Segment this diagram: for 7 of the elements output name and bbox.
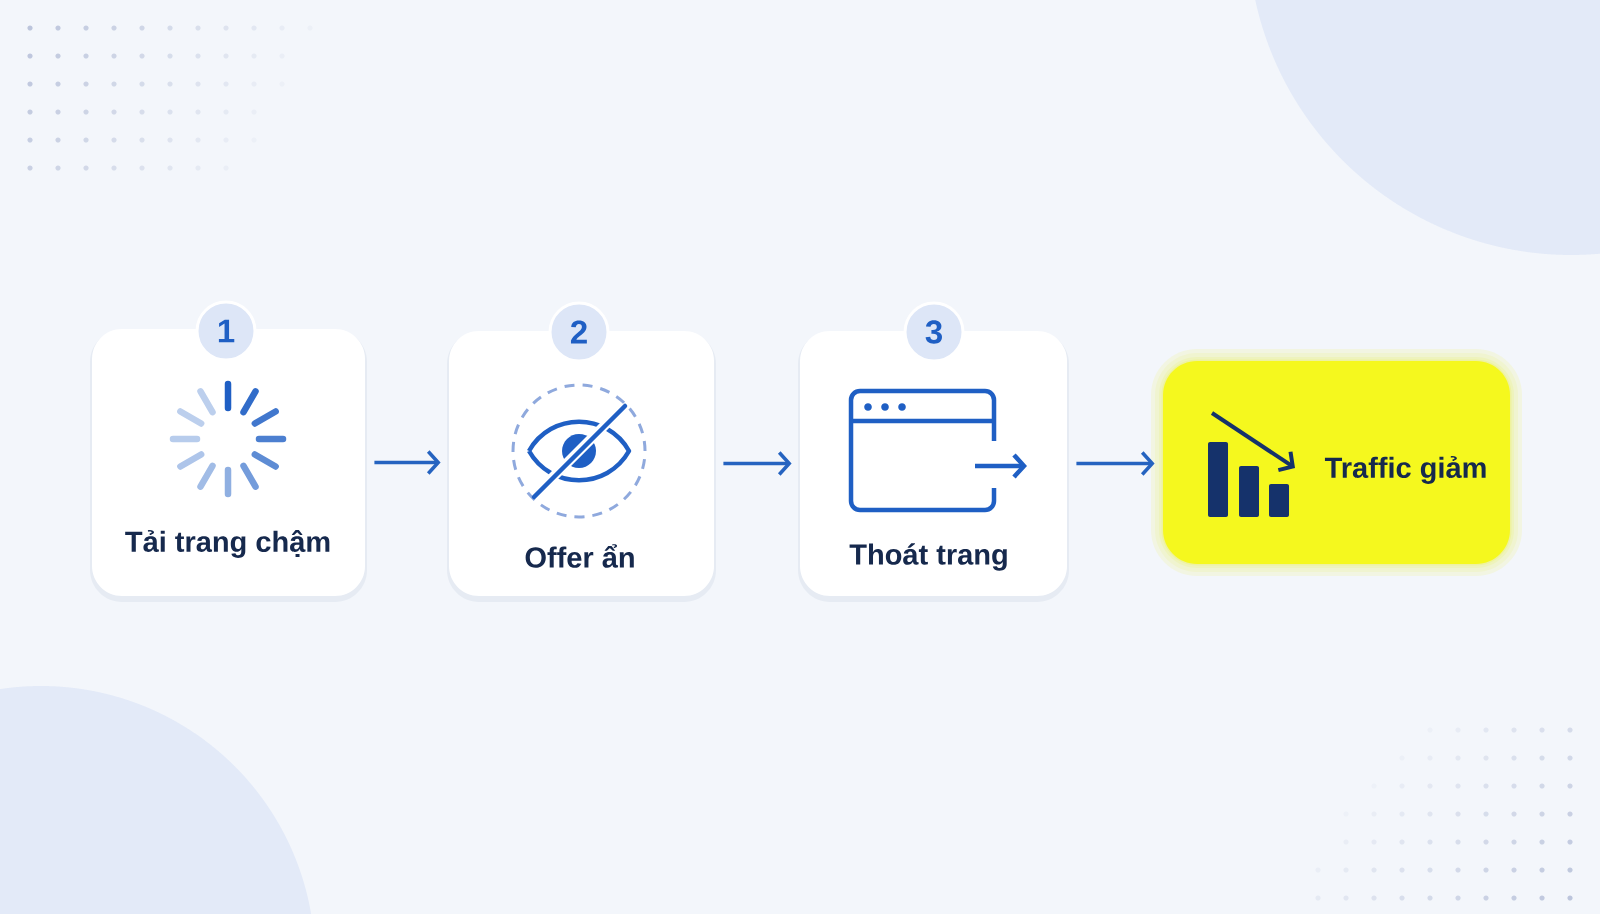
step-number-badge: 1 [195, 300, 257, 362]
step-number-badge: 2 [548, 301, 610, 363]
result-card: Traffic giảm [1151, 349, 1522, 576]
arrow [723, 451, 792, 476]
arrow [374, 450, 441, 475]
arrow [1076, 451, 1155, 476]
step-number-badge: 3 [903, 301, 965, 363]
